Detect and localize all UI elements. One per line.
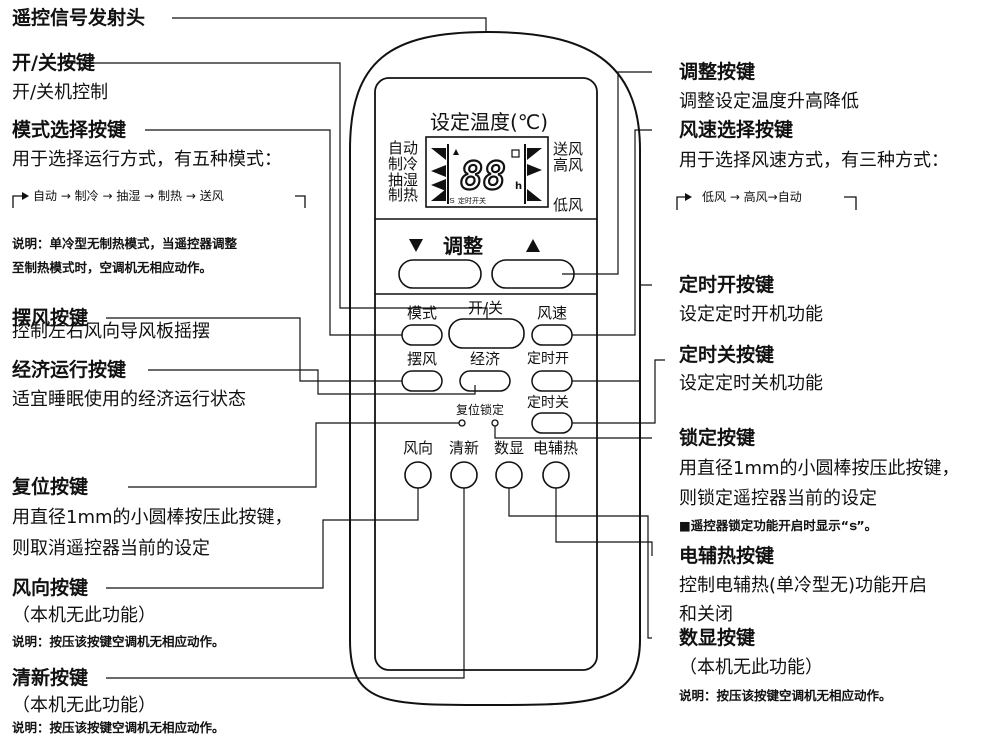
temp-up-button[interactable] — [491, 259, 575, 289]
lcd-right-arrows — [524, 144, 542, 204]
timer-on-button-label: 定时开 — [527, 351, 569, 367]
adjust-title: 调整按键 — [679, 61, 756, 83]
display-title: 数显按键 — [679, 627, 756, 649]
heater-desc-line2: 和关闭 — [679, 604, 733, 625]
down-arrow-icon — [409, 239, 423, 252]
lcd-up-marker — [453, 149, 459, 155]
lcd-fan-icon — [511, 149, 520, 158]
timer-off-button[interactable] — [531, 412, 573, 434]
mode-button[interactable] — [401, 324, 443, 346]
mode-title: 模式选择按键 — [12, 119, 127, 141]
reset-lock-label: 复位锁定 — [456, 403, 505, 417]
fan-sequence: 低风 → 高风→自动 — [702, 190, 802, 204]
reset-desc-line2: 则取消遥控器当前的设定 — [12, 538, 210, 559]
display-desc: （本机无此功能） — [679, 657, 823, 678]
fresh-note: 说明：按压该按键空调机无相应动作。 — [12, 720, 225, 735]
adjust-label: 调整 — [443, 234, 483, 258]
emitter-title: 遥控信号发射头 — [12, 7, 146, 29]
adjust-desc: 调整设定温度升高降低 — [679, 91, 859, 112]
fresh-desc: （本机无此功能） — [12, 695, 156, 716]
swing-title: 摆风按键 — [12, 307, 89, 329]
reset-hole[interactable] — [458, 419, 466, 427]
leader-lines — [63, 17, 665, 679]
display-button-label: 数显 — [494, 439, 525, 457]
fresh-button[interactable] — [450, 461, 478, 489]
fan-button-label: 风速 — [537, 304, 568, 322]
up-arrow-icon — [526, 239, 540, 252]
heater-button-label: 电辅热 — [533, 439, 579, 457]
direction-note: 说明：按压该按键空调机无相应动作。 — [12, 634, 225, 649]
fan-desc: 用于选择风速方式，有三种方式： — [679, 150, 949, 171]
mode-button-label: 模式 — [407, 304, 438, 322]
lcd-fan-only: 送风 — [553, 140, 584, 158]
fresh-button-label: 清新 — [449, 439, 480, 457]
economy-button[interactable] — [459, 370, 511, 392]
power-button[interactable] — [448, 318, 525, 349]
mode-desc: 用于选择运行方式，有五种模式： — [12, 149, 282, 170]
lcd-right-labels: 送风 高风 — [553, 140, 584, 174]
economy-button-label: 经济 — [470, 350, 501, 368]
direction-button-label: 风向 — [403, 439, 434, 457]
lcd-timer-label: 定时开关 — [458, 196, 486, 205]
lcd-fan-high: 高风 — [553, 155, 584, 174]
heater-title: 电辅热按键 — [679, 545, 775, 567]
power-title: 开/关按键 — [12, 52, 95, 74]
fan-sequence-arrow-icon — [685, 193, 692, 201]
temp-down-button[interactable] — [398, 259, 482, 289]
heater-button[interactable] — [542, 461, 570, 489]
lcd-left-arrows — [431, 144, 449, 204]
mode-note-line1: 说明：单冷型无制热模式，当遥控器调整 — [12, 236, 238, 251]
timer-on-button[interactable] — [531, 370, 573, 392]
fan-speed-button[interactable] — [531, 324, 573, 346]
display-button[interactable] — [495, 461, 523, 489]
lcd-hour-unit: h — [515, 181, 522, 192]
lcd-mode-cool: 制冷 — [388, 154, 419, 173]
mode-sequence-arrow-icon — [22, 192, 29, 200]
fan-title: 风速选择按键 — [679, 119, 794, 141]
lock-hole[interactable] — [491, 419, 499, 427]
mode-sequence-bracket — [12, 195, 306, 208]
lcd-digits: 88 — [460, 154, 506, 198]
lock-desc-line2: 则锁定遥控器当前的设定 — [679, 488, 877, 509]
lcd-lock-icon: ട — [449, 196, 455, 206]
heater-desc-line1: 控制电辅热(单冷型无)功能开启 — [679, 575, 928, 596]
lcd-mode-dry: 抽湿 — [388, 170, 419, 189]
wind-direction-button[interactable] — [404, 461, 432, 489]
fan-sequence-bracket — [676, 196, 857, 210]
mode-note-line2: 至制热模式时，空调机无相应动作。 — [12, 260, 213, 275]
lock-desc-line1: 用直径1mm的小圆棒按压此按键， — [679, 458, 960, 479]
economy-title: 经济运行按键 — [12, 359, 127, 381]
swing-desc: 控制左右风向导风板摇摆 — [12, 321, 210, 342]
lock-note: ■遥控器锁定功能开启时显示“ട”。 — [679, 518, 878, 533]
timer-on-desc: 设定定时开机功能 — [679, 304, 823, 325]
lcd-mode-auto: 自动 — [388, 139, 419, 157]
timer-off-title: 定时关按键 — [679, 344, 775, 366]
swing-button[interactable] — [401, 370, 443, 392]
direction-desc: （本机无此功能） — [12, 605, 156, 626]
lcd-fan-low: 低风 — [553, 196, 584, 214]
lock-title: 锁定按键 — [679, 427, 756, 449]
lcd-left-labels: 自动 制冷 抽湿 制热 — [388, 139, 419, 205]
direction-title: 风向按键 — [12, 577, 89, 599]
display-note: 说明：按压该按键空调机无相应动作。 — [679, 688, 892, 703]
mode-sequence: 自动 → 制冷 → 抽湿 → 制热 → 送风 — [33, 189, 224, 203]
timer-off-button-label: 定时关 — [527, 395, 569, 411]
economy-desc: 适宜睡眠使用的经济运行状态 — [12, 389, 246, 410]
swing-button-label: 摆风 — [407, 350, 438, 368]
power-desc: 开/关机控制 — [12, 82, 109, 103]
fresh-title: 清新按键 — [12, 667, 89, 689]
set-temp-label: 设定温度(℃) — [430, 110, 549, 134]
lcd-mode-heat: 制热 — [388, 186, 419, 205]
power-button-label: 开/关 — [468, 299, 504, 317]
reset-desc-line1: 用直径1mm的小圆棒按压此按键， — [12, 507, 293, 528]
timer-on-title: 定时开按键 — [679, 274, 775, 296]
reset-title: 复位按键 — [12, 476, 89, 498]
timer-off-desc: 设定定时关机功能 — [679, 373, 823, 394]
